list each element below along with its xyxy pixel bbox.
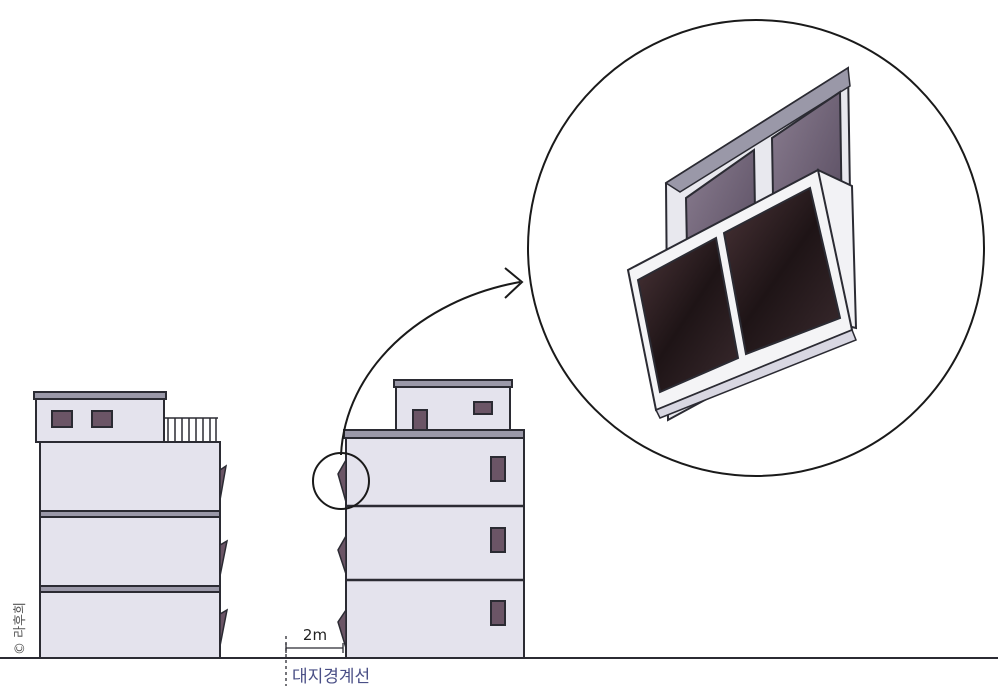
left-penthouse-window xyxy=(91,410,113,428)
left-side-window xyxy=(219,608,229,647)
boundary-line-label: 대지경계선 xyxy=(292,667,370,686)
left-side-window xyxy=(219,539,229,577)
right-window xyxy=(490,600,506,626)
right-penthouse-door xyxy=(412,409,428,433)
roof-railing xyxy=(164,417,218,442)
open-sash-bottom xyxy=(654,329,857,419)
left-penthouse-window xyxy=(51,410,73,428)
right-penthouse-roof xyxy=(393,379,513,388)
right-side-window xyxy=(337,607,347,649)
right-roof-slab xyxy=(343,429,525,439)
right-building xyxy=(337,379,525,659)
right-penthouse-window xyxy=(473,401,493,415)
right-window xyxy=(490,527,506,553)
zoom-circle-icon xyxy=(527,19,985,477)
left-floor-slab xyxy=(39,510,221,518)
gap-dimension xyxy=(285,636,344,686)
left-building xyxy=(33,391,229,659)
image-credit: © 라후희 xyxy=(13,602,28,655)
left-floor-slab xyxy=(39,585,221,593)
window-frame-top-edge xyxy=(664,66,851,193)
open-sash-glass xyxy=(636,236,740,394)
left-building-body xyxy=(39,441,221,659)
right-side-window xyxy=(337,533,347,575)
right-window xyxy=(490,456,506,482)
left-penthouse-roof xyxy=(33,391,167,400)
gap-distance-label: 2m xyxy=(303,626,327,644)
open-sash-glass xyxy=(722,186,842,356)
right-side-window xyxy=(337,457,347,503)
curved-arrow-icon xyxy=(340,267,524,456)
left-side-window xyxy=(219,464,228,501)
